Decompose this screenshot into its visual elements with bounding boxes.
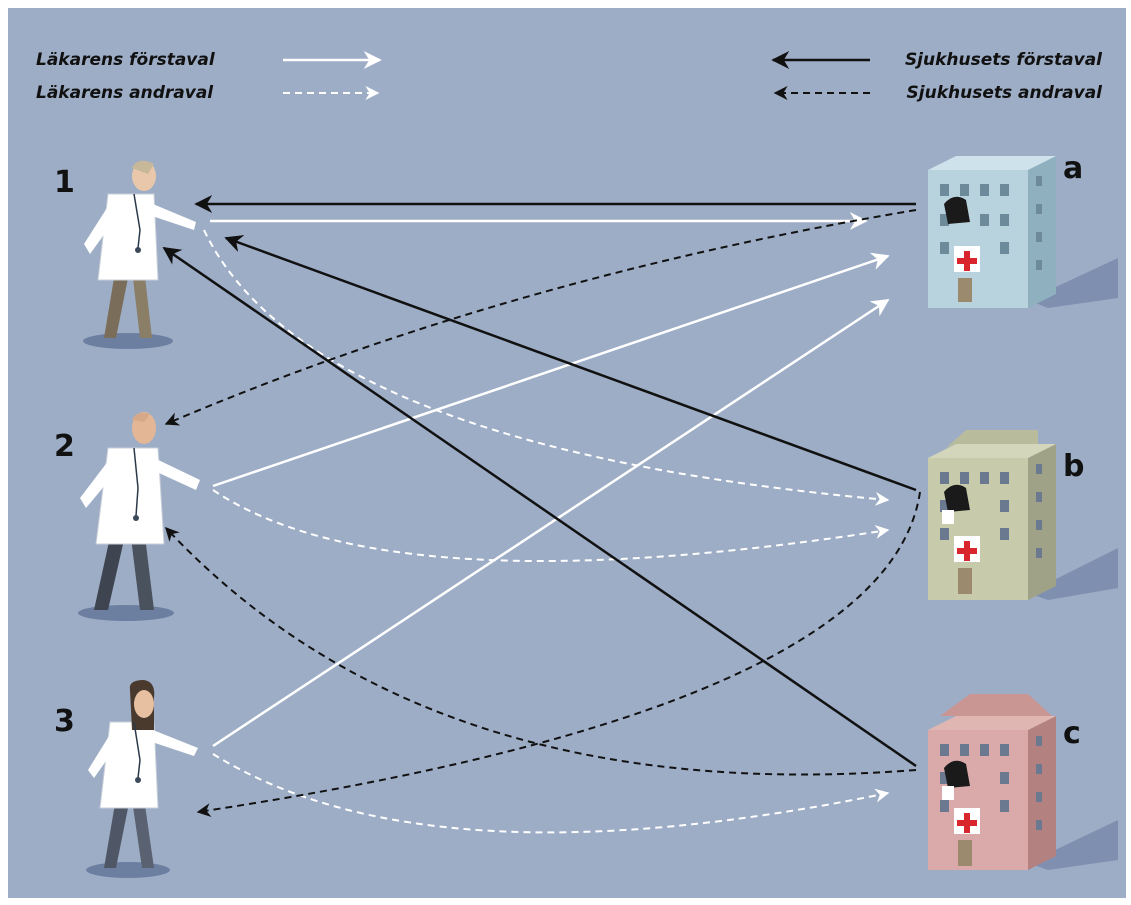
arrow-3-to-a-first bbox=[212, 298, 890, 748]
arrow-3-to-c-second bbox=[212, 753, 890, 834]
legend-hospital-second-label: Sjukhusets andraval bbox=[907, 83, 1104, 103]
diagram-panel: Läkarens förstaval Läkarens andraval Sju… bbox=[8, 8, 1126, 898]
hospital-c bbox=[928, 694, 1118, 870]
hospital-b-label: b bbox=[1063, 449, 1084, 484]
arrow-b-to-3-second bbox=[196, 491, 921, 818]
doctor-3 bbox=[86, 680, 198, 878]
arrow-2-to-a-first bbox=[212, 252, 890, 488]
legend-doctor-first-label: Läkarens förstaval bbox=[36, 50, 216, 70]
hospital-preferences bbox=[162, 195, 921, 818]
hospital-b bbox=[928, 430, 1118, 600]
legend-hospital-first-label: Sjukhusets förstaval bbox=[905, 50, 1103, 70]
arrow-2-to-b-second bbox=[212, 489, 890, 563]
doctor-1 bbox=[83, 160, 196, 349]
hospital-a-label: a bbox=[1063, 151, 1083, 186]
doctor-2 bbox=[78, 412, 200, 621]
hospital-a bbox=[928, 156, 1118, 308]
doctor-preferences bbox=[203, 212, 890, 834]
legend: Läkarens förstaval Läkarens andraval Sju… bbox=[36, 50, 1103, 103]
arrow-c-to-1-first bbox=[162, 246, 917, 768]
doctor-2-label: 2 bbox=[54, 429, 75, 464]
doctor-3-label: 3 bbox=[54, 704, 75, 739]
arrow-1-to-b-second bbox=[203, 229, 890, 506]
matching-diagram: Läkarens förstaval Läkarens andraval Sju… bbox=[36, 50, 1118, 878]
arrow-a-to-2-second bbox=[164, 209, 917, 426]
doctor-1-label: 1 bbox=[54, 165, 75, 200]
arrow-b-to-1-first bbox=[224, 235, 917, 492]
hospital-c-label: c bbox=[1063, 716, 1081, 751]
arrow-c-to-2-second bbox=[165, 526, 917, 776]
legend-doctor-second-label: Läkarens andraval bbox=[36, 83, 214, 103]
